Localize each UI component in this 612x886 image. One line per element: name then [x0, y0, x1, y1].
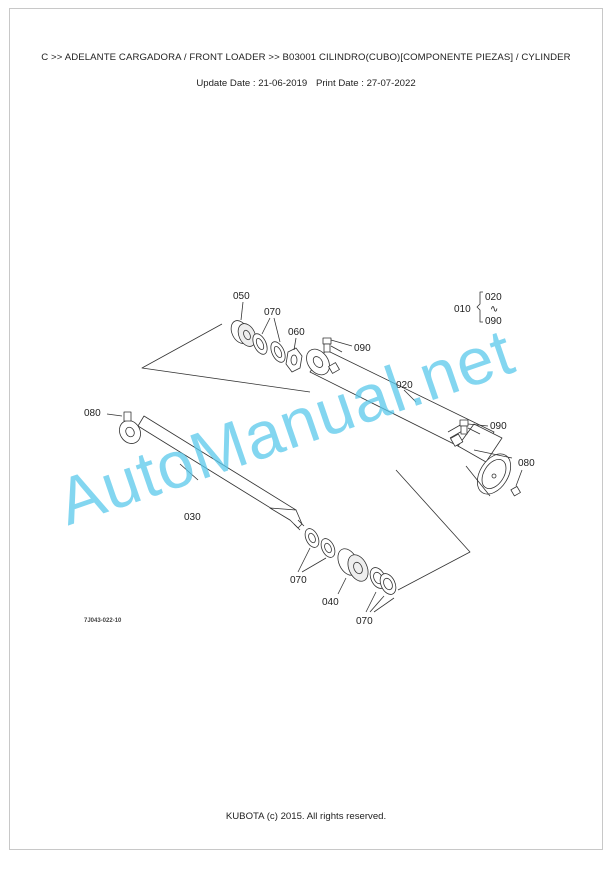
seals-070-mid: [297, 528, 336, 573]
callout-050: 050: [233, 291, 250, 302]
update-date: Update Date : 21-06-2019: [196, 78, 308, 89]
page-frame: [9, 8, 603, 850]
page-title: C >> ADELANTE CARGADORA / FRONT LOADER >…: [41, 52, 571, 63]
piston-040: [337, 548, 369, 595]
bleeder-090-top: [322, 337, 353, 353]
footer-copyright: KUBOTA (c) 2015. All rights reserved.: [225, 811, 387, 822]
callout-040: 040: [322, 597, 339, 608]
grease-fitting-080-right: [510, 469, 523, 497]
callout-090-mid: 090: [490, 421, 507, 432]
cylinder-tube-020: [306, 348, 513, 497]
callout-080-left: 080: [84, 408, 101, 419]
nut-060: [285, 337, 303, 373]
gland-050: [230, 301, 257, 347]
piston-rod-030: [119, 411, 305, 531]
callout-020-range: 020: [485, 292, 502, 303]
leader-080-left: [106, 413, 123, 417]
date-line: Update Date : 21-06-2019 Print Date : 27…: [0, 78, 612, 89]
callout-020: 020: [396, 380, 413, 391]
leader-020: [403, 389, 417, 403]
callout-070-mid: 070: [290, 575, 307, 586]
callout-070-bottom: 070: [356, 616, 373, 627]
assembly-line-right: [395, 469, 471, 591]
callout-090-range: 090: [485, 316, 502, 327]
assembly-line-top: [141, 323, 311, 393]
callout-010: 010: [454, 304, 471, 315]
seals-070-top: [252, 317, 286, 363]
callout-090-top: 090: [354, 343, 371, 354]
bleeder-090-mid: [459, 419, 489, 435]
callout-range-tilde: ∿: [490, 304, 498, 315]
drawing-code: 7J043-022-10: [84, 618, 122, 624]
callout-070-top: 070: [264, 307, 281, 318]
print-date: Print Date : 27-07-2022: [315, 78, 416, 89]
seals-070-bottom: [365, 567, 397, 613]
range-bracket: [476, 291, 483, 323]
callout-030: 030: [184, 512, 201, 523]
callout-060: 060: [288, 327, 305, 338]
callout-080-right: 080: [518, 458, 535, 469]
